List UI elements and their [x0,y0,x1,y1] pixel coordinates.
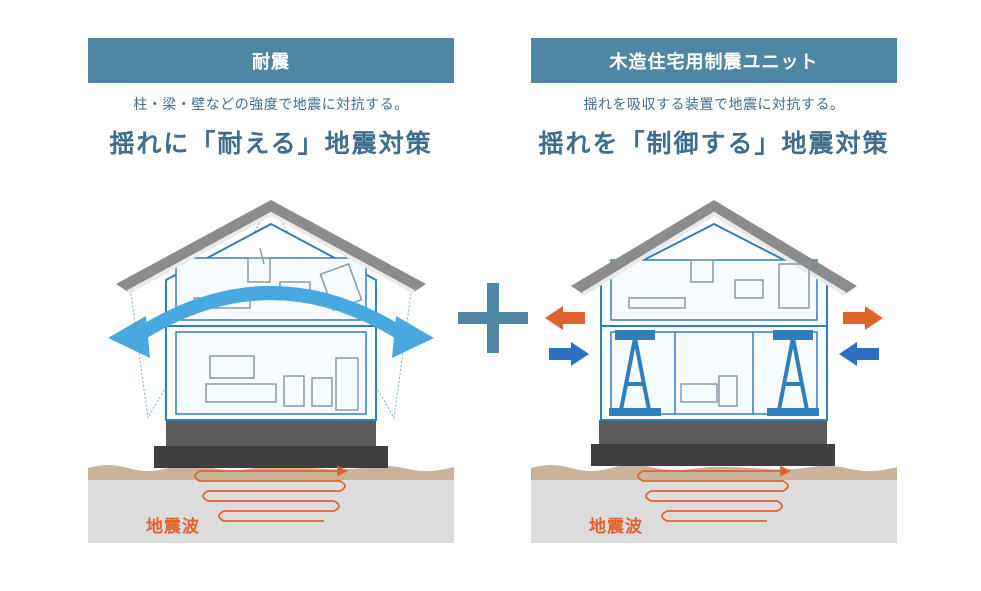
seismic-wave-icon [194,465,349,522]
plus-icon [458,283,528,353]
left-panel-seismic-resistance: 耐震 柱・梁・壁などの強度で地震に対抗する。 揺れに「耐える」地震対策 [88,38,454,543]
blue-left-arrow-icon [839,342,879,366]
damper-icon [609,330,661,416]
left-headline: 揺れに「耐える」地震対策 [109,129,433,158]
foundation [599,420,827,444]
right-header: 木造住宅用制震ユニット [531,38,897,83]
seismic-wave-icon [637,465,792,522]
curved-double-arrow-icon [108,286,434,358]
foundation-base [591,444,835,466]
roof-underside [127,211,415,294]
foundation-base [154,446,388,468]
right-wave-label: 地震波 [589,517,643,537]
right-panel-vibration-control: 木造住宅用制震ユニット 揺れを吸収する装置で地震に対抗する。 揺れを「制御する」… [531,38,897,543]
damper-icon [767,330,819,416]
right-subtitle: 揺れを吸収する装置で地震に対抗する。 [583,97,845,113]
left-wave-label: 地震波 [146,517,200,537]
left-house-illustration [88,200,454,543]
blue-right-arrow-icon [549,342,589,366]
orange-right-arrow-icon [843,306,883,330]
foundation [166,420,376,446]
ground-layer [88,464,454,480]
first-floor-frame [175,331,367,415]
right-headline: 揺れを「制御する」地震対策 [538,129,890,158]
ground-layer [531,464,897,480]
right-house-illustration [531,200,897,543]
left-subtitle: 柱・梁・壁などの強度で地震に対抗する。 [133,97,409,113]
roof-underside [581,211,847,296]
orange-left-arrow-icon [545,306,585,330]
second-floor-frame [610,259,818,321]
left-header: 耐震 [88,38,454,83]
